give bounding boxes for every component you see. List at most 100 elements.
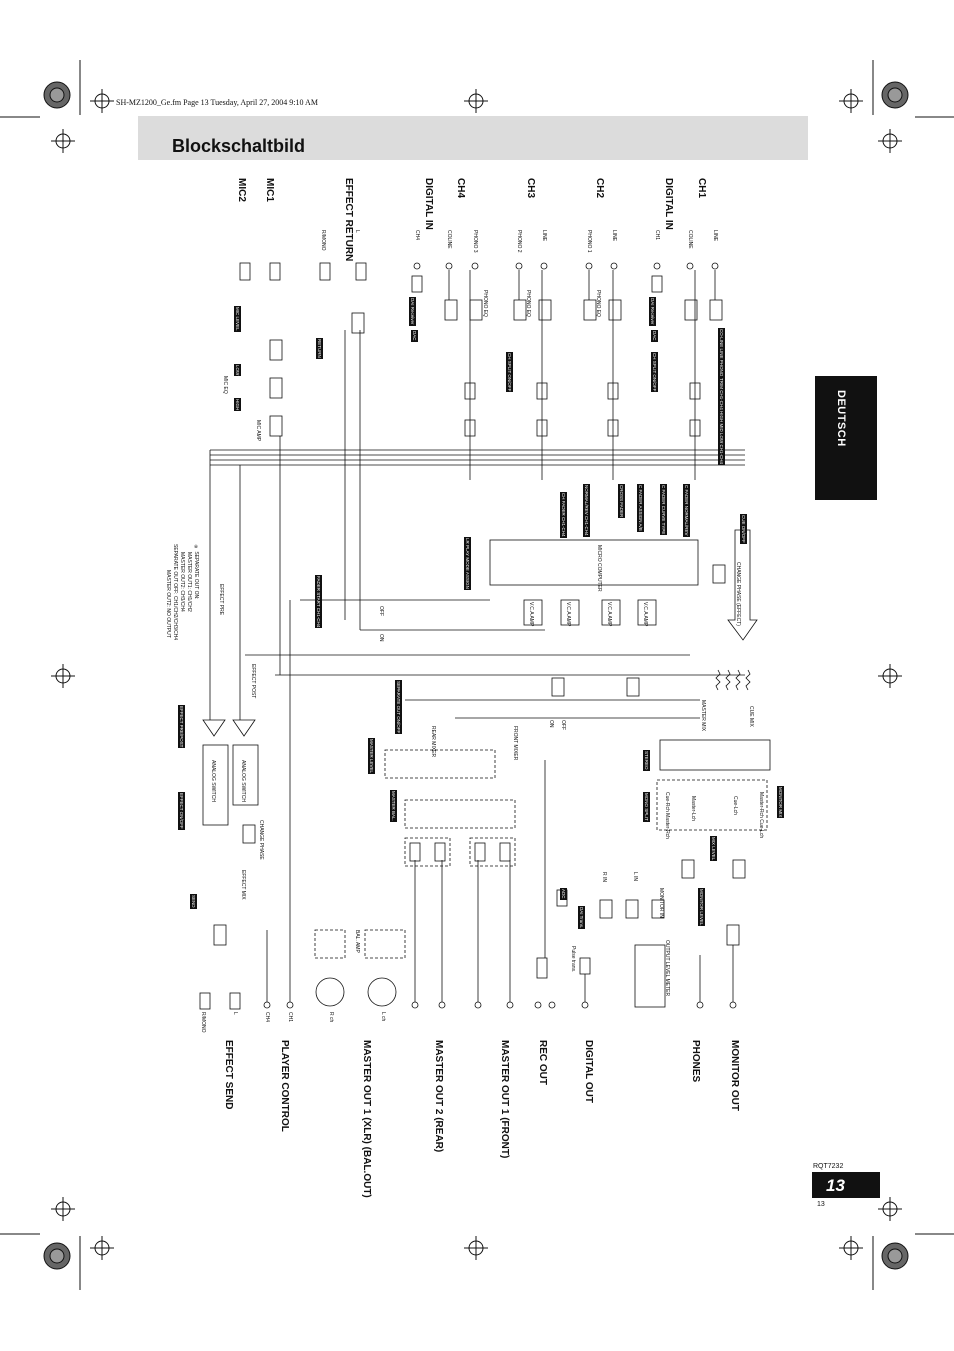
- label-crossfader: CROSS FADER: [618, 484, 625, 519]
- label-ch-split-top: CH SPLIT ON/OFF: [651, 352, 658, 393]
- label-dac-bottom: DAC: [411, 330, 418, 342]
- sub-phono3: PHONO 3: [472, 230, 478, 253]
- label-bal-amp: BAL. AMP: [354, 930, 360, 953]
- label-trim: TRIM CH1-CH4: [718, 377, 725, 411]
- label-adc: ADC: [560, 888, 567, 900]
- label-effect-onoff[interactable]: EFFECT ON/OFF: [178, 792, 185, 830]
- label-ch-fader-curve: CH FADER CH1-CH4: [560, 492, 567, 538]
- label-monitor-in: MONITOR IN: [658, 888, 664, 918]
- label-dac-top: DAC: [651, 330, 658, 342]
- label-effect-pre-post[interactable]: EFFECT PRE/POST: [178, 705, 185, 749]
- page-number: 13: [826, 1176, 845, 1195]
- out-sub-ch1: CH1: [287, 1012, 293, 1023]
- input-jacks: [239, 262, 719, 281]
- input-digital-in-bottom: DIGITAL IN: [423, 178, 434, 230]
- label-dai-bottom: DAI Receiver: [409, 297, 416, 326]
- label-phono-eq-ch3: PHONO EQ: [525, 290, 531, 317]
- label-monitor-level: MONITOR LEVEL: [698, 888, 705, 927]
- out-sub-rch: R ch: [328, 1012, 334, 1023]
- output-monitor-out: MONITOR OUT: [729, 1040, 740, 1111]
- label-fader-start: FADER START CH1-CH4: [315, 575, 322, 629]
- title-bar: [138, 116, 808, 160]
- output-phones: PHONES: [690, 1040, 701, 1083]
- sub-l-return: L: [354, 230, 360, 233]
- vca-ch3: V.C.A AMP: [565, 602, 571, 627]
- vca-ch4: V.C.A AMP: [528, 602, 534, 627]
- label-l-in: L IN: [632, 872, 638, 881]
- label-ch-split-bottom: CH SPLIT ON/OFF: [506, 352, 513, 393]
- output-master-out2: MASTER OUT 2 (REAR): [433, 1040, 444, 1153]
- label-rear-mixer: REAR MIXER: [430, 726, 436, 758]
- label-mono-split: MONO SPLIT: [643, 792, 650, 822]
- language-tab-label: DEUTSCH: [835, 390, 847, 447]
- sub-phono1: PHONO 1: [586, 230, 592, 253]
- label-cue: CUE ON/OFF: [740, 514, 747, 544]
- label-c-fader-assign: C FADER ASSIGN A/B: [637, 484, 644, 532]
- label-on-2: ON: [548, 720, 554, 728]
- label-analog-switch-2: ANALOG SWITCH: [240, 760, 246, 802]
- label-dai-trans: DAI Trans.: [578, 906, 585, 930]
- input-ch2: CH2: [594, 178, 605, 199]
- sub-ch4-digital: CH4: [414, 230, 420, 241]
- input-mic1: MIC1: [264, 178, 275, 202]
- label-master-level: MASTER LEVEL: [368, 738, 375, 775]
- label-cue-master-rch: Cue-Rch Master-Rch: [664, 792, 670, 839]
- label-off-1: OFF: [378, 606, 384, 616]
- sub-coline-ch1: COLINE: [687, 230, 693, 249]
- label-pulse-trans: Pulse trans.: [570, 946, 576, 973]
- input-mic2: MIC2: [236, 178, 247, 202]
- sub-line-ch3: LINE: [541, 230, 547, 242]
- note-separate-title: ※ SEPARATE OUT ON:: [193, 544, 199, 600]
- output-rec-out: REC OUT: [537, 1040, 548, 1085]
- note-separate-3: SEPARATE OUT OFF: CH1/CH2/CH3/CH4: [172, 544, 178, 641]
- label-master-rch-cue-lch: Master-Rch Cue-Lch: [758, 792, 764, 839]
- label-mic-level: MIC LEVEL: [234, 306, 241, 332]
- label-master-lch: Master-Lch: [690, 796, 696, 822]
- out-sub-l: L: [232, 1012, 238, 1015]
- sub-coline-ch4: COLINE: [446, 230, 452, 249]
- label-on-1: ON: [378, 634, 384, 642]
- out-sub-rmono: R/MONO: [200, 1012, 206, 1033]
- label-mic-eq: MIC EQ: [222, 376, 228, 394]
- label-eq: HIGH MID LOW CH1-CH4: [718, 410, 725, 466]
- output-digital-out: DIGITAL OUT: [583, 1040, 594, 1103]
- file-header: SH-MZ1200_Ge.fm Page 13 Tuesday, April 2…: [116, 98, 318, 107]
- label-r-in: R IN: [601, 872, 607, 882]
- language-tab: [815, 376, 877, 500]
- label-stereo: STEREO: [643, 750, 650, 771]
- document-code: RQT7232: [813, 1163, 844, 1170]
- note-separate-4: MASTER OUT2: NO OUTPUT: [165, 570, 171, 638]
- label-front-mixer: FRONT MIXER: [512, 726, 518, 761]
- page-number-box: [812, 1172, 880, 1198]
- out-sub-lch: L ch: [380, 1012, 386, 1022]
- label-phono-eq-ch2: PHONO EQ: [595, 290, 601, 317]
- input-digital-in-top: DIGITAL IN: [663, 178, 674, 230]
- label-mic-amp: MIC AMP: [255, 420, 261, 442]
- label-cue-lch: Cue-Lch: [732, 796, 738, 815]
- vca-ch2: V.C.A AMP: [606, 602, 612, 627]
- label-c-fader-curve: C FADER CURVE TYPE: [660, 484, 667, 536]
- sub-line-ch2: LINE: [611, 230, 617, 242]
- label-lr-play: LR PLAY MODE ASSIGN: [464, 537, 471, 590]
- label-master-bal: MASTER BAL.: [390, 790, 397, 822]
- input-ch3: CH3: [525, 178, 536, 199]
- sub-line-ch1: LINE: [712, 230, 718, 242]
- label-change-phase: CHANGE PHASE: [258, 820, 264, 860]
- label-mix-level: MIX LEVEL: [710, 836, 717, 862]
- label-c-fader-normal: C FADER NORMAL/REV: [683, 484, 690, 537]
- page-title: Blockschaltbild: [172, 136, 306, 156]
- label-ch-fader-normal: NORMAL/REV CH1-CH4: [583, 484, 590, 537]
- label-effect-post: EFFECT POST: [250, 664, 256, 699]
- label-change-phase-effect: CHANGE PHASE (EFFECT): [735, 562, 741, 626]
- label-master-mix: MASTER MIX: [700, 700, 706, 732]
- label-cue-mix: CUE MIX: [748, 706, 754, 727]
- sub-phono2: PHONO 2: [516, 230, 522, 253]
- label-dai-top: DAI Receiver: [649, 297, 656, 326]
- label-off-2: OFF: [560, 720, 566, 730]
- input-ch1: CH1: [696, 178, 707, 199]
- output-master-out1-xlr: MASTER OUT 1 (XLR) (BAL.OUT): [361, 1040, 372, 1198]
- label-separate: SEPARATE OUT ON/OFF: [395, 680, 402, 735]
- label-effect-mix: EFFECT MIX: [240, 870, 246, 900]
